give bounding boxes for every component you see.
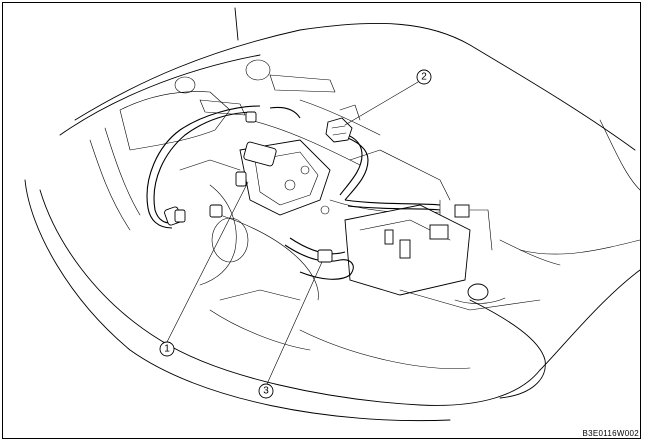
body-outline [24,7,641,422]
callout-2-label: 2 [421,72,427,83]
leader-line-3 [266,261,323,385]
leader-line-2 [344,81,419,126]
frame-border [2,2,641,439]
connector-part-2 [325,117,353,143]
engine-components [89,59,561,311]
callout-3-label: 3 [263,386,269,397]
callout-3: 3 [258,383,274,399]
figure-code: B3E0116W002 [582,429,639,438]
callout-2: 2 [416,69,432,85]
callout-1: 1 [159,341,175,357]
leader-lines [166,81,419,385]
leader-line-1 [166,181,249,343]
callout-1-label: 1 [164,344,170,355]
